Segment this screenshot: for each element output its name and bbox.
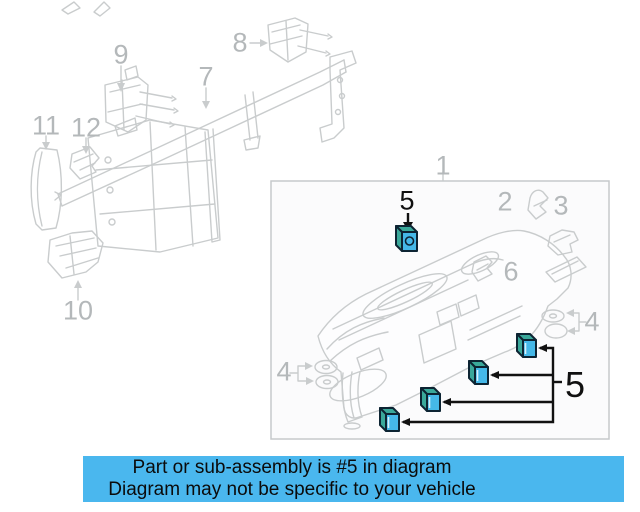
highlight-clip-3 <box>420 387 441 412</box>
trim-panel-part-11 <box>30 147 63 231</box>
bracket-part-12 <box>69 146 100 180</box>
highlight-clip-2 <box>468 360 489 385</box>
clip-part-2 <box>527 189 549 220</box>
bracket-part-8 <box>267 17 333 63</box>
instrument-panel <box>317 229 587 430</box>
callout-11: 11 <box>31 110 61 141</box>
callout-6: 6 <box>503 256 519 287</box>
bracket-part-9 <box>104 65 179 133</box>
cross-car-beam <box>57 50 357 253</box>
clip-part-6 <box>471 255 493 282</box>
highlight-clip-top <box>395 225 418 252</box>
callout-8: 8 <box>232 27 248 58</box>
callout-5-group: 5 <box>564 364 586 405</box>
callout-2: 2 <box>497 186 513 217</box>
callout-7: 7 <box>198 61 214 92</box>
callout-5-top: 5 <box>399 185 415 216</box>
callout-3: 3 <box>553 190 569 221</box>
highlight-clip-1 <box>516 333 537 358</box>
callout-9: 9 <box>113 39 129 70</box>
callout-12: 12 <box>70 112 102 143</box>
callout-4-right: 4 <box>584 306 600 337</box>
grommets-part-4-right <box>541 309 587 339</box>
bracket-part-10 <box>47 230 104 279</box>
callout-10: 10 <box>62 295 94 326</box>
callout-1: 1 <box>435 150 451 181</box>
caption-bar: Part or sub-assembly is #5 in diagram Di… <box>83 456 624 502</box>
caption-text: Part or sub-assembly is #5 in diagram Di… <box>83 457 501 501</box>
bracket-part-3 <box>547 229 579 256</box>
highlight-clip-4 <box>379 407 400 432</box>
grommets-part-4-left <box>289 359 339 390</box>
part5-connector-lines <box>401 344 562 426</box>
caption-line-2: Diagram may not be specific to your vehi… <box>108 479 476 500</box>
caption-line-1: Part or sub-assembly is #5 in diagram <box>132 457 452 478</box>
callout-4-left: 4 <box>276 356 292 387</box>
cut-off-parts-top <box>61 1 111 17</box>
